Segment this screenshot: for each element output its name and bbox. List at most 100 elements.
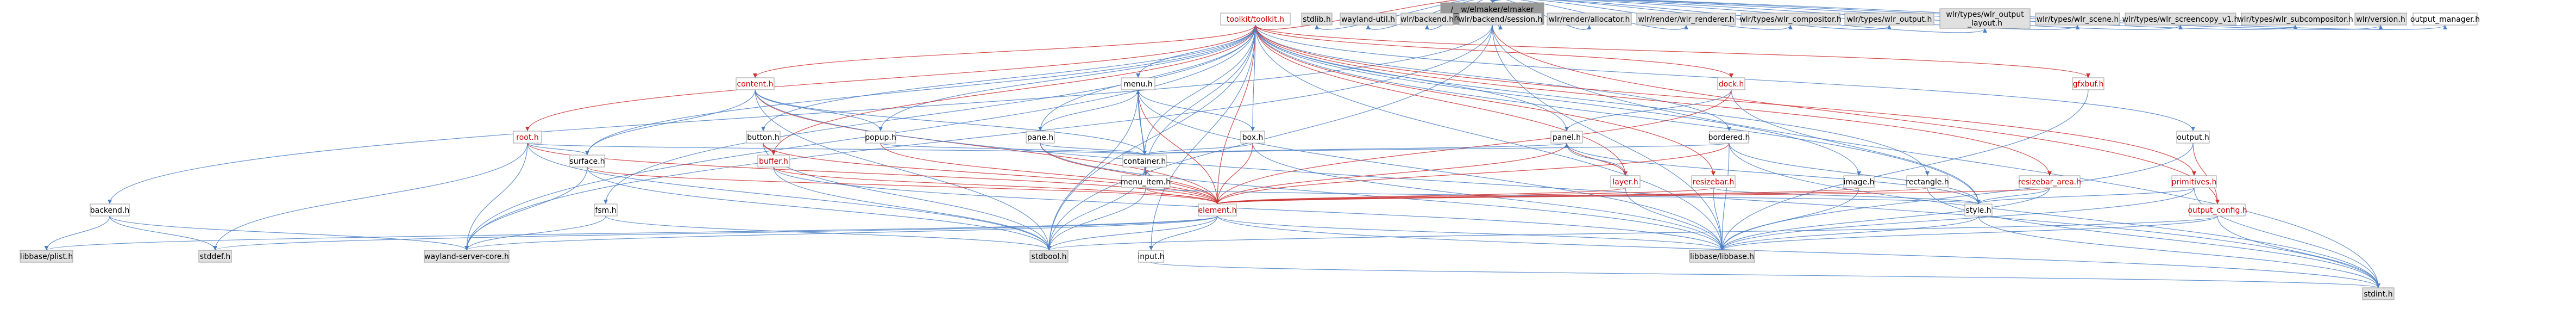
edge-root_h-to-wayland_server_core_h bbox=[466, 143, 528, 251]
graph-node-bordered-h[interactable]: bordered.h bbox=[1708, 131, 1750, 144]
node-box bbox=[1610, 175, 1641, 188]
graph-node-wlr-backend-h[interactable]: wlr/backend.h bbox=[1400, 13, 1454, 26]
graph-node-rectangle-h[interactable]: rectangle.h bbox=[1906, 175, 1949, 188]
edge-toolkit_h-to-layer_h bbox=[1255, 24, 1626, 176]
edge-dock_h-to-style_h bbox=[1731, 89, 1979, 205]
node-box bbox=[736, 77, 775, 90]
node-box bbox=[1340, 13, 1397, 26]
graph-node-root-h[interactable]: root.h bbox=[513, 131, 542, 144]
graph-node-menu-item-h[interactable]: menu_item.h bbox=[1121, 175, 1171, 188]
edge-content_h-to-stdbool_h bbox=[755, 89, 1050, 251]
graph-node-output-config-h[interactable]: output_config.h bbox=[2188, 203, 2247, 217]
graph-node-popup-h[interactable]: popup.h bbox=[865, 131, 896, 144]
node-box bbox=[1029, 250, 1069, 263]
graph-node-buffer-h[interactable]: buffer.h bbox=[757, 155, 790, 168]
edge-layer_h-to-panel_h bbox=[1566, 143, 1626, 176]
node-label: fsm.h bbox=[595, 206, 616, 215]
graph-node-fsm-h[interactable]: fsm.h bbox=[594, 203, 618, 217]
graph-node-wlr-scene-h[interactable]: wlr/types/wlr_scene.h bbox=[2035, 13, 2120, 26]
edge-arrowhead bbox=[1788, 25, 1793, 29]
edge-root_h-to-stdbool_h bbox=[527, 143, 1050, 251]
node-box bbox=[2241, 13, 2350, 26]
edge-arrowhead bbox=[604, 200, 608, 204]
edge-toolkit_h-to-buffer_h bbox=[773, 24, 1256, 156]
node-box bbox=[2171, 175, 2217, 188]
graph-node-image-h[interactable]: image.h bbox=[1843, 175, 1875, 188]
graph-node-primitives-h[interactable]: primitives.h bbox=[2171, 175, 2217, 188]
graph-node-dock-h[interactable]: dock.h bbox=[1717, 77, 1745, 90]
graph-node-toolkit-h[interactable]: toolkit/toolkit.h bbox=[1220, 13, 1291, 26]
edge-toolkit_h-to-container_h bbox=[1144, 24, 1256, 156]
graph-node-container-h[interactable]: container.h bbox=[1122, 155, 1167, 168]
graph-node-stdbool-h[interactable]: stdbool.h bbox=[1029, 250, 1069, 263]
graph-node-wlr-compositor-h[interactable]: wlr/types/wlr_compositor.h bbox=[1739, 13, 1842, 26]
node-box bbox=[1741, 13, 1840, 26]
node-label: panel.h bbox=[1553, 133, 1581, 142]
graph-node-wlr-output-h[interactable]: wlr/types/wlr_output.h bbox=[1844, 13, 1934, 26]
graph-node-stddef-h[interactable]: stddef.h bbox=[198, 250, 232, 263]
graph-node-libbase-plist-h[interactable]: libbase/plist.h bbox=[20, 250, 73, 263]
graph-node-resizebar-area-h[interactable]: resizebar_area.h bbox=[2018, 175, 2081, 188]
edge-backend_c-to-output_config_h bbox=[1492, 24, 2218, 205]
graph-node-backend-h[interactable]: backend.h bbox=[90, 203, 130, 217]
node-label: wlr/backend.h bbox=[1400, 15, 1454, 24]
edge-toolkit_h-to-box_h bbox=[1252, 24, 1256, 132]
graph-node-element-h[interactable]: element.h bbox=[1198, 203, 1237, 217]
node-label: gfxbuf.h bbox=[2072, 80, 2103, 89]
edge-resizebar_area_h-to-element_h bbox=[1217, 187, 2050, 205]
node-label: pane.h bbox=[1027, 133, 1053, 142]
graph-node-stdlib-h[interactable]: stdlib.h bbox=[1301, 13, 1333, 26]
node-label: stddef.h bbox=[200, 252, 230, 261]
graph-node-wlr-allocator-h[interactable]: wlr/render/allocator.h bbox=[1547, 13, 1632, 26]
graph-node-stdint-h[interactable]: stdint.h bbox=[2362, 287, 2395, 300]
graph-node-input-h[interactable]: input.h bbox=[1138, 250, 1165, 263]
graph-node-pane-h[interactable]: pane.h bbox=[1026, 131, 1055, 144]
edge-fsm_h-to-wayland_server_core_h bbox=[466, 215, 606, 251]
edge-menu_item_h-to-menu_h bbox=[1138, 89, 1146, 176]
edge-gfxbuf_h-to-libbase_libbase_h bbox=[1721, 89, 2089, 251]
node-label: wlr/backend/session.h bbox=[1459, 15, 1543, 24]
node-label: layer.h bbox=[1612, 178, 1638, 187]
graph-node-button-h[interactable]: button.h bbox=[746, 131, 781, 144]
graph-node-layer-h[interactable]: layer.h bbox=[1610, 175, 1641, 188]
graph-node-resizebar-h[interactable]: resizebar.h bbox=[1691, 175, 1736, 188]
graph-node-wlr-subcompositor-h[interactable]: wlr/types/wlr_subcompositor.h bbox=[2238, 13, 2353, 26]
edge-backend_c-to-stdint_h bbox=[1492, 24, 2379, 288]
edge-element_h-to-stddef_h bbox=[215, 215, 1218, 251]
graph-node-box-h[interactable]: box.h bbox=[1240, 131, 1265, 144]
graph-node-menu-h[interactable]: menu.h bbox=[1121, 77, 1155, 90]
graph-node-gfxbuf-h[interactable]: gfxbuf.h bbox=[2072, 77, 2104, 90]
graph-node-output-h[interactable]: output.h bbox=[2176, 131, 2210, 144]
graph-node-panel-h[interactable]: panel.h bbox=[1550, 131, 1583, 144]
graph-node-wlr-output-layout-h[interactable]: wlr/types/wlr_output_layout.h bbox=[1939, 8, 2031, 29]
graph-node-libbase-libbase-h[interactable]: libbase/libbase.h bbox=[1689, 250, 1755, 263]
graph-node-style-h[interactable]: style.h bbox=[1964, 203, 1993, 217]
graph-node-wlr-screencopy-h[interactable]: wlr/types/wlr_screencopy_v1.h bbox=[2122, 13, 2239, 26]
graph-node-wlr-renderer-h[interactable]: wlr/render/wlr_renderer.h bbox=[1636, 13, 1736, 26]
edge-toolkit_h-to-root_h bbox=[527, 24, 1256, 132]
edge-backend_h-to-wayland_server_core_h bbox=[109, 215, 467, 251]
node-box bbox=[198, 250, 232, 263]
graph-node-wayland-server-core-h[interactable]: wayland-server-core.h bbox=[424, 250, 510, 263]
node-label: wlr/version.h bbox=[2356, 15, 2405, 24]
node-box bbox=[2354, 13, 2407, 26]
edge-menu_item_h-to-stdbool_h bbox=[1048, 187, 1146, 251]
edge-arrowhead bbox=[1047, 246, 1051, 250]
graph-node-wayland-util-h[interactable]: wayland-util.h bbox=[1340, 13, 1397, 26]
node-box bbox=[594, 203, 618, 217]
edge-resizebar_area_h-to-libbase_libbase_h bbox=[1721, 187, 2050, 251]
edge-resizebar_h-to-style_h bbox=[1713, 187, 1979, 205]
graph-node-wlr-backend-session-h[interactable]: wlr/backend/session.h bbox=[1459, 13, 1543, 26]
edge-layer_h-to-element_h bbox=[1217, 187, 1626, 205]
edge-content_h-to-popup_h bbox=[755, 89, 881, 132]
edge-arrowhead bbox=[1720, 246, 1724, 250]
graph-node-surface-h[interactable]: surface.h bbox=[569, 155, 605, 168]
graph-node-output-manager-h[interactable]: output_manager.h bbox=[2410, 13, 2480, 26]
edge-arrowhead bbox=[1729, 73, 1733, 78]
node-box bbox=[746, 131, 781, 144]
edge-arrowhead bbox=[2378, 25, 2383, 29]
graph-node-wlr-version-h[interactable]: wlr/version.h bbox=[2354, 13, 2407, 26]
node-label: dock.h bbox=[1719, 80, 1744, 89]
graph-node-content-h[interactable]: content.h bbox=[736, 77, 775, 90]
node-box bbox=[424, 250, 510, 263]
